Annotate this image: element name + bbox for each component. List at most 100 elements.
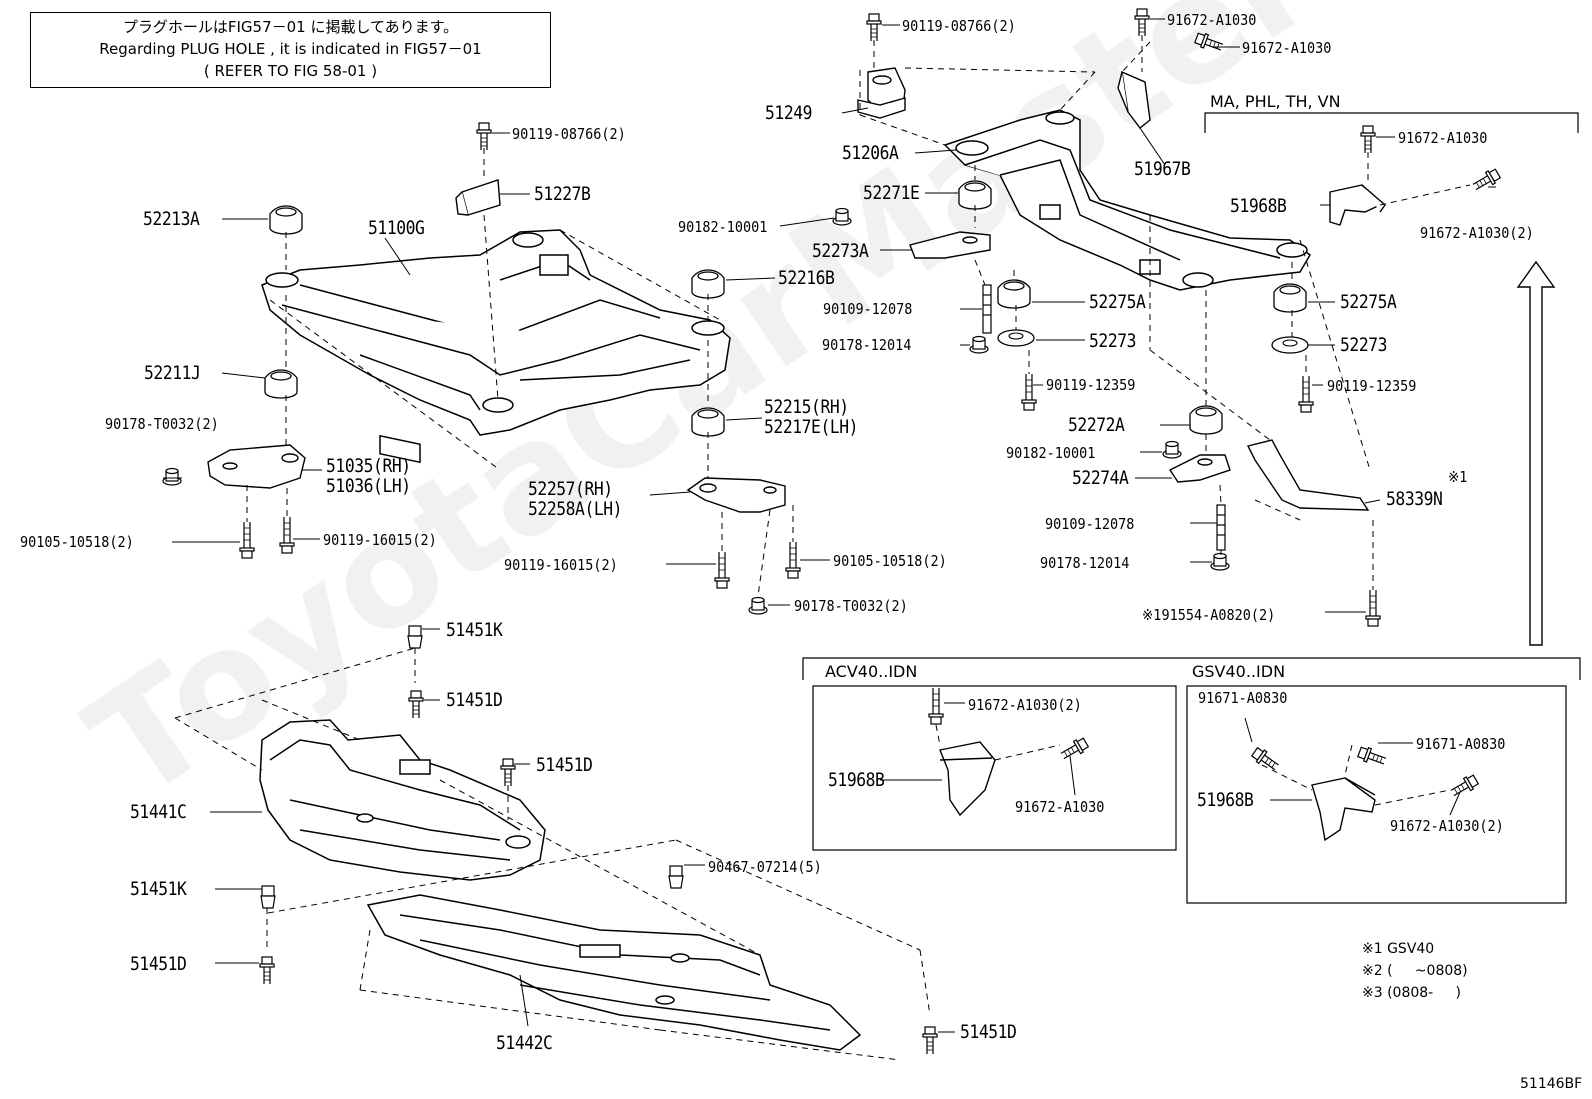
acv40-box bbox=[812, 685, 1177, 851]
part-label[interactable]: 91672-A1030(2) bbox=[1390, 817, 1504, 835]
part-label[interactable]: 51451D bbox=[130, 953, 187, 975]
part-label[interactable]: 51100G bbox=[368, 217, 425, 239]
part-label[interactable]: 52275A bbox=[1340, 291, 1397, 313]
part-label[interactable]: 52211J bbox=[144, 362, 201, 384]
part-label[interactable]: 51442C bbox=[496, 1032, 553, 1054]
bracket-52273a bbox=[909, 231, 991, 259]
part-label[interactable]: 90178-12014 bbox=[822, 336, 912, 354]
note-line-2: Regarding PLUG HOLE , it is indicated in… bbox=[99, 40, 482, 58]
part-label[interactable]: 90109-12078 bbox=[1045, 515, 1135, 533]
part-label[interactable]: 90178-T0032(2) bbox=[105, 415, 219, 433]
part-label[interactable]: 52216B bbox=[778, 267, 835, 289]
bolt-51451d-b bbox=[500, 758, 516, 787]
bolt-90119-16015-b bbox=[714, 551, 730, 589]
bushing-52275a-b bbox=[1273, 283, 1307, 313]
part-label[interactable]: 51451K bbox=[130, 878, 187, 900]
part-label[interactable]: 51451D bbox=[960, 1021, 1017, 1043]
bushing-52213a bbox=[269, 205, 303, 235]
part-label[interactable]: 91672-A1030 bbox=[1167, 11, 1257, 29]
part-label[interactable]: 52257(RH) bbox=[528, 478, 613, 500]
part-label[interactable]: 51451K bbox=[446, 619, 503, 641]
part-label[interactable]: 51441C bbox=[130, 801, 187, 823]
part-label[interactable]: 51227B bbox=[534, 183, 591, 205]
part-label[interactable]: ※191554-A0820(2) bbox=[1142, 606, 1276, 624]
bracket-52274a bbox=[1168, 454, 1231, 483]
bolt-90119-08766-mid bbox=[476, 122, 492, 151]
part-label[interactable]: 52273 bbox=[1089, 330, 1137, 352]
section-gsv40: GSV40..IDN bbox=[1192, 662, 1286, 681]
part-label[interactable]: 51967B bbox=[1134, 158, 1191, 180]
bushing-52211j bbox=[264, 369, 298, 399]
part-label[interactable]: 51451D bbox=[536, 754, 593, 776]
part-label[interactable]: 51968B bbox=[1197, 789, 1254, 811]
part-label[interactable]: 51451D bbox=[446, 689, 503, 711]
part-label[interactable]: 51968B bbox=[1230, 195, 1287, 217]
part-label[interactable]: 90119-08766(2) bbox=[512, 125, 626, 143]
part-label[interactable]: 58339N bbox=[1386, 488, 1443, 510]
washer-52273-b bbox=[1271, 336, 1309, 354]
bushing-52275a-a bbox=[997, 279, 1031, 309]
part-label[interactable]: 90182-10001 bbox=[678, 218, 768, 236]
nut-90178-t0032-a bbox=[162, 467, 182, 486]
nut-90182-10001-a bbox=[832, 207, 852, 226]
part-label[interactable]: 52273A bbox=[812, 240, 869, 262]
nut-90182-10001-b bbox=[1162, 440, 1182, 459]
part-label[interactable]: 91672-A1030 bbox=[1015, 798, 1105, 816]
part-label[interactable]: 51036(LH) bbox=[326, 475, 411, 497]
bolt-90119-12359-b bbox=[1298, 375, 1314, 413]
bracket-52257 bbox=[686, 477, 786, 513]
footnote-1: ※1 GSV40 bbox=[1362, 941, 1435, 957]
figure-id: 51146BF bbox=[1520, 1076, 1583, 1092]
part-label[interactable]: 52275A bbox=[1089, 291, 1146, 313]
bracket-51249 bbox=[857, 67, 906, 119]
part-label[interactable]: 90119-16015(2) bbox=[323, 531, 437, 549]
bushing-52271e bbox=[958, 180, 992, 210]
part-label[interactable]: 52271E bbox=[863, 182, 920, 204]
note-line-1: プラグホールはFIG57－01 に掲載してあります。 bbox=[122, 18, 459, 36]
part-label[interactable]: 51968B bbox=[828, 769, 885, 791]
part-label[interactable]: 52213A bbox=[143, 208, 200, 230]
part-label[interactable]: 52273 bbox=[1340, 334, 1388, 356]
part-label[interactable]: 90467-07214(5) bbox=[708, 858, 822, 876]
bolt-51451d-d bbox=[922, 1026, 938, 1055]
dashed-guides bbox=[174, 35, 1471, 1061]
part-label[interactable]: 91672-A1030 bbox=[1398, 129, 1488, 147]
footnote-3: ※3 (0808- ) bbox=[1362, 985, 1461, 1001]
part-label[interactable]: 91671-A0830 bbox=[1198, 689, 1288, 707]
part-label[interactable]: 90178-T0032(2) bbox=[794, 597, 908, 615]
part-label[interactable]: 51249 bbox=[765, 102, 813, 124]
part-label[interactable]: 51035(RH) bbox=[326, 455, 411, 477]
part-label[interactable]: 90105-10518(2) bbox=[833, 552, 947, 570]
leader-lines bbox=[163, 18, 1496, 1033]
part-label[interactable]: 90119-08766(2) bbox=[902, 17, 1016, 35]
part-label[interactable]: 90119-16015(2) bbox=[504, 556, 618, 574]
part-label[interactable]: 91672-A1030(2) bbox=[1420, 224, 1534, 242]
bolt-90105-10518-b bbox=[785, 541, 801, 579]
clip-90467 bbox=[668, 865, 684, 889]
part-label[interactable]: 90109-12078 bbox=[823, 300, 913, 318]
part-label[interactable]: 52215(RH) bbox=[764, 396, 849, 418]
bolt-51451d-c bbox=[259, 956, 275, 985]
part-label[interactable]: 91671-A0830 bbox=[1416, 735, 1506, 753]
part-label[interactable]: 90182-10001 bbox=[1006, 444, 1096, 462]
part-label[interactable]: 90119-12359 bbox=[1046, 376, 1136, 394]
part-label[interactable]: 91672-A1030 bbox=[1242, 39, 1332, 57]
part-label[interactable]: 52272A bbox=[1068, 414, 1125, 436]
section-ma-group: MA, PHL, TH, VN bbox=[1210, 92, 1341, 111]
under-cover-51442c bbox=[366, 894, 862, 1051]
part-label[interactable]: 51206A bbox=[842, 142, 899, 164]
bolt-91672-a1030-a bbox=[1134, 8, 1150, 37]
part-label: ※1 bbox=[1448, 468, 1468, 486]
part-label[interactable]: 90178-12014 bbox=[1040, 554, 1130, 572]
part-label[interactable]: 90105-10518(2) bbox=[20, 533, 134, 551]
part-label[interactable]: 52274A bbox=[1072, 467, 1129, 489]
bolt-91672-a1030-b bbox=[1193, 30, 1225, 55]
part-label[interactable]: 91672-A1030(2) bbox=[968, 696, 1082, 714]
part-label[interactable]: 90119-12359 bbox=[1327, 377, 1417, 395]
bolt-gsv-91671-a bbox=[1250, 745, 1282, 774]
part-label[interactable]: 52217E(LH) bbox=[764, 416, 859, 438]
note-line-3: ( REFER TO FIG 58-01 ) bbox=[203, 62, 378, 80]
part-label[interactable]: 52258A(LH) bbox=[528, 498, 623, 520]
nut-90178-12014-a bbox=[969, 335, 989, 354]
bolt-acv-91672-2 bbox=[928, 687, 944, 725]
